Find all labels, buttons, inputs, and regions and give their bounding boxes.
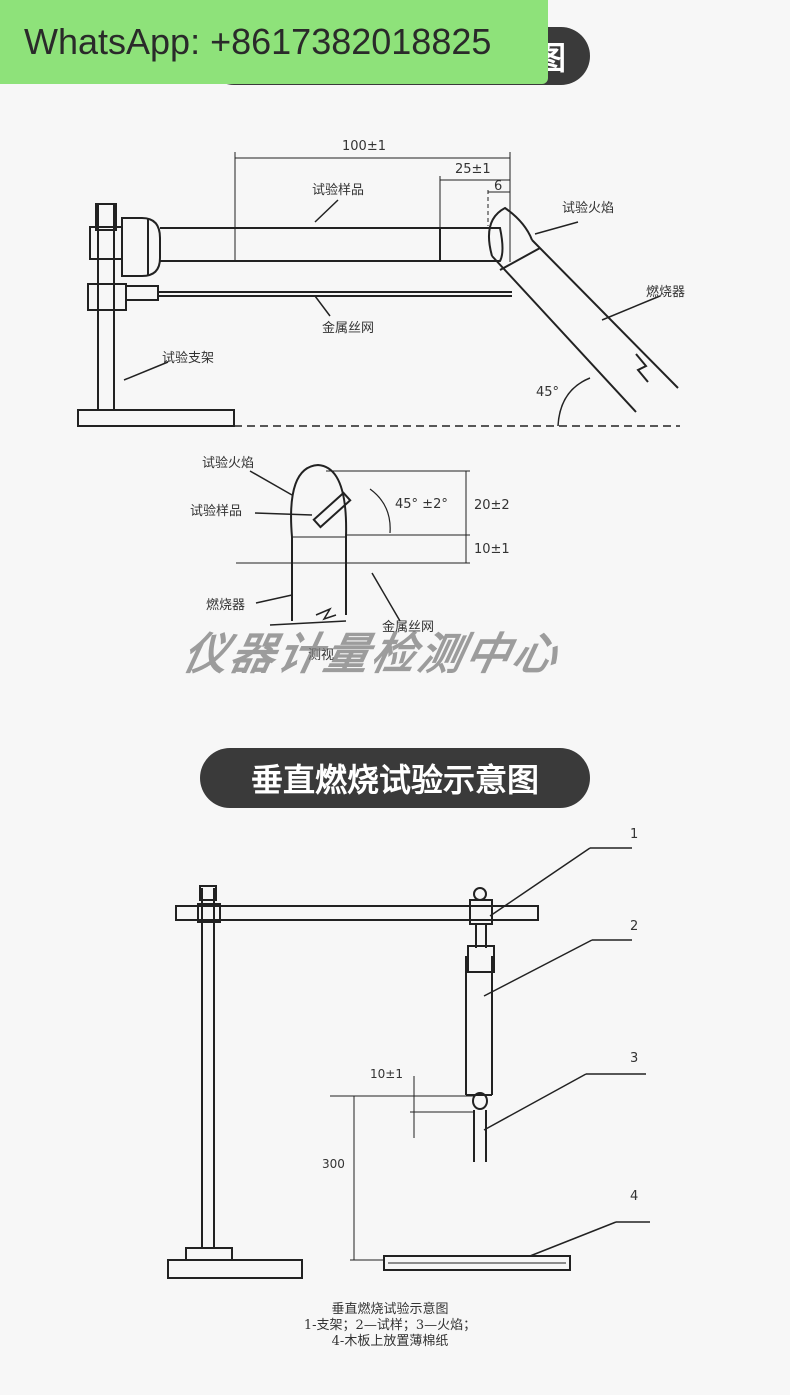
- whatsapp-text: WhatsApp: +8617382018825: [24, 21, 492, 62]
- side-label-view: 测视: [308, 648, 334, 663]
- clamp-jaw: [121, 217, 161, 277]
- flame: [488, 206, 533, 257]
- side-view-diagram: 试验火焰 试验样品 45° ±2° 20±2 10±1 燃烧器 金属丝网 测视: [190, 455, 510, 663]
- v-stand-cap: [199, 885, 217, 901]
- v-stand-base: [167, 1259, 303, 1279]
- side-flame: [290, 463, 348, 538]
- dim-flame-offset: 25±1: [455, 162, 491, 177]
- section-title-pill: 垂直燃烧试验示意图: [200, 748, 590, 808]
- stand-clamp-top: [95, 203, 117, 231]
- angle-arc: [557, 377, 591, 427]
- dim-length: 100±1: [342, 139, 386, 154]
- side-label-specimen: 试验样品: [190, 503, 242, 519]
- v-dim-height: 300: [322, 1157, 345, 1171]
- v-board: [383, 1255, 571, 1271]
- whatsapp-banner[interactable]: WhatsApp: +8617382018825: [0, 0, 548, 84]
- callout-4: 4: [630, 1189, 638, 1204]
- horizontal-burning-diagram: 100±1 25±1 6 试验样品 试验火焰 燃烧器 金属丝网 试验支架 45°: [77, 139, 685, 427]
- side-label-flame: 试验火焰: [202, 455, 254, 471]
- label-specimen: 试验样品: [312, 182, 364, 198]
- burner-edge-lower: [491, 255, 637, 413]
- label-angle: 45°: [536, 385, 559, 400]
- caption-line-3: 4-木板上放置薄棉纸: [331, 1334, 449, 1349]
- figure-caption: 垂直燃烧试验示意图 1-支架；2—试样；3—火焰； 4-木板上放置薄棉纸: [240, 1302, 540, 1350]
- label-burner: 燃烧器: [646, 284, 685, 300]
- side-specimen: [312, 491, 352, 529]
- watermark: 仪器计量检测中心: [178, 629, 566, 680]
- section-title: 垂直燃烧试验示意图: [250, 761, 539, 799]
- side-label-mesh: 金属丝网: [382, 619, 434, 635]
- side-dim-gap: 10±1: [474, 542, 510, 557]
- upper-clamp: [89, 226, 123, 260]
- v-crossbar: [175, 905, 539, 921]
- v-dim-gap: 10±1: [370, 1067, 403, 1081]
- callout-1: 1: [630, 827, 638, 842]
- lower-clamp: [87, 283, 127, 311]
- label-stand: 试验支架: [162, 350, 214, 366]
- side-label-burner: 燃烧器: [206, 597, 245, 613]
- dim-small: 6: [494, 179, 502, 194]
- specimen: [160, 227, 504, 262]
- caption-line-1: 垂直燃烧试验示意图: [331, 1302, 449, 1317]
- callout-3: 3: [630, 1051, 638, 1066]
- callout-2: 2: [630, 919, 638, 934]
- burner-edge-upper: [531, 239, 679, 389]
- label-flame: 试验火焰: [562, 200, 614, 216]
- stand-base: [77, 409, 235, 427]
- caption-line-2: 1-支架；2—试样；3—火焰；: [303, 1318, 477, 1333]
- v-flame: [472, 1092, 488, 1110]
- vertical-burning-diagram: 1 2 3 4 10±1 300: [167, 827, 650, 1279]
- side-dim-height: 20±2: [474, 498, 510, 513]
- label-mesh: 金属丝网: [322, 320, 374, 336]
- side-angle: 45° ±2°: [395, 497, 448, 512]
